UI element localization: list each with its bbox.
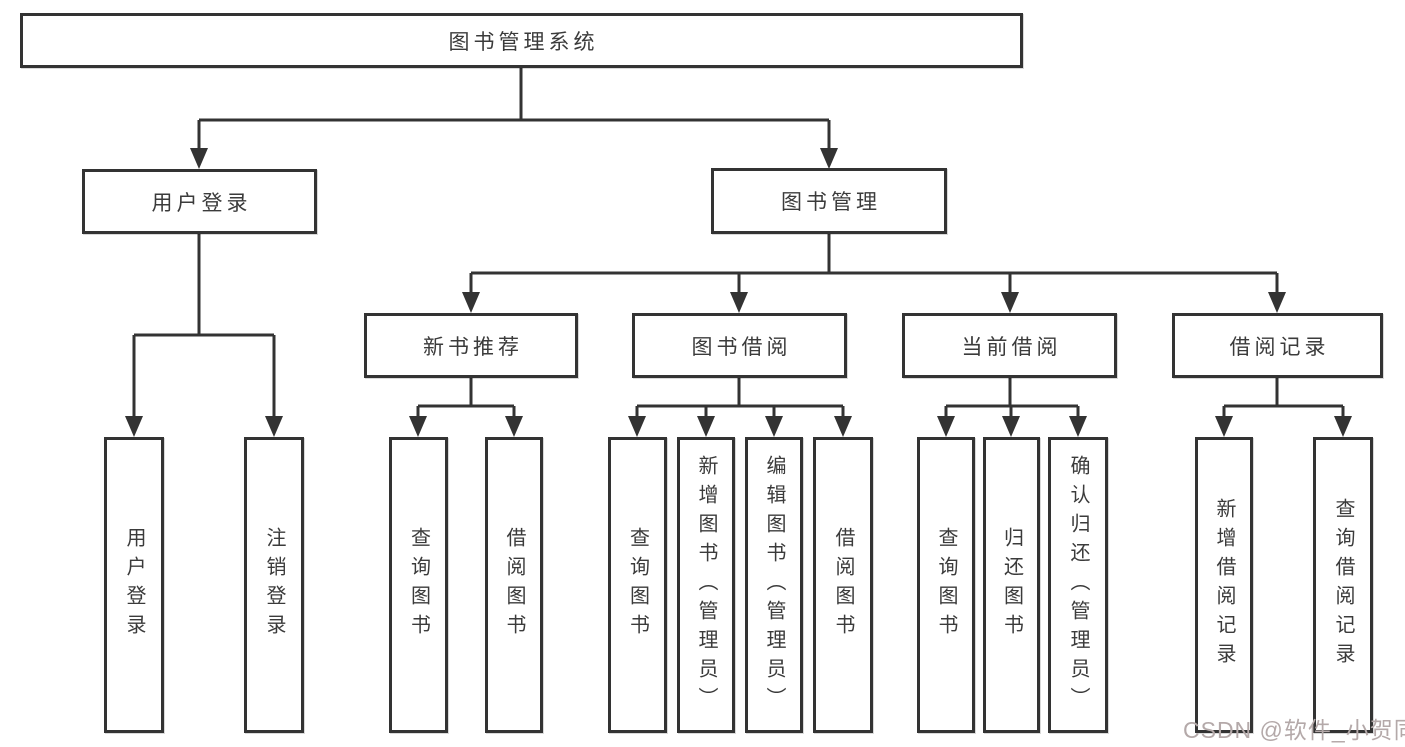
node-user-login: 用户登录 (82, 169, 317, 234)
leaf-return-book: 归还图书 (983, 437, 1040, 733)
node-label: 借阅图书 (503, 527, 525, 643)
leaf-query-books-recommend: 查询图书 (389, 437, 448, 733)
arrowhead-icons (125, 148, 1352, 437)
node-label: 图书管理系统 (448, 30, 599, 54)
node-label: 新增借阅记录 (1213, 498, 1235, 672)
leaf-add-book-admin: 新增图书（管理员） (677, 437, 735, 733)
leaf-query-books-current: 查询图书 (917, 437, 975, 733)
node-label: 新增图书（管理员） (695, 454, 717, 716)
node-current-borrowing: 当前借阅 (902, 313, 1117, 378)
node-label: 借阅图书 (832, 527, 854, 643)
node-label: 用户登录 (123, 527, 145, 643)
node-new-book-recommendation: 新书推荐 (364, 313, 578, 378)
node-label: 查询图书 (626, 527, 649, 643)
node-label: 查询图书 (935, 527, 957, 643)
node-label: 图书管理 (781, 191, 881, 214)
node-label: 查询借阅记录 (1332, 498, 1354, 672)
connector-path (132, 68, 1345, 421)
leaf-query-books-borrow: 查询图书 (608, 437, 667, 733)
leaf-user-login: 用户登录 (104, 437, 164, 733)
node-label: 用户登录 (151, 191, 252, 215)
leaf-add-borrow-record: 新增借阅记录 (1195, 437, 1253, 733)
node-label: 图书借阅 (691, 335, 792, 359)
node-label: 借阅记录 (1229, 335, 1330, 359)
node-label: 当前借阅 (961, 335, 1062, 359)
node-label: 新书推荐 (423, 335, 523, 359)
node-label: 归还图书 (1000, 527, 1023, 643)
node-label: 编辑图书（管理员） (763, 454, 785, 716)
node-library-management-system: 图书管理系统 (20, 13, 1023, 68)
node-book-management: 图书管理 (711, 168, 947, 234)
leaf-logout: 注销登录 (244, 437, 304, 733)
leaf-query-borrow-record: 查询借阅记录 (1313, 437, 1373, 733)
node-label: 注销登录 (263, 527, 285, 643)
node-label: 查询图书 (407, 527, 430, 643)
leaf-borrow-books-borrow: 借阅图书 (813, 437, 873, 733)
leaf-edit-book-admin: 编辑图书（管理员） (745, 437, 803, 733)
node-book-borrowing: 图书借阅 (632, 313, 847, 378)
node-label: 确认归还（管理员） (1067, 454, 1089, 716)
leaf-confirm-return-admin: 确认归还（管理员） (1048, 437, 1108, 733)
leaf-borrow-books-recommend: 借阅图书 (485, 437, 543, 733)
node-borrowing-records: 借阅记录 (1172, 313, 1383, 378)
